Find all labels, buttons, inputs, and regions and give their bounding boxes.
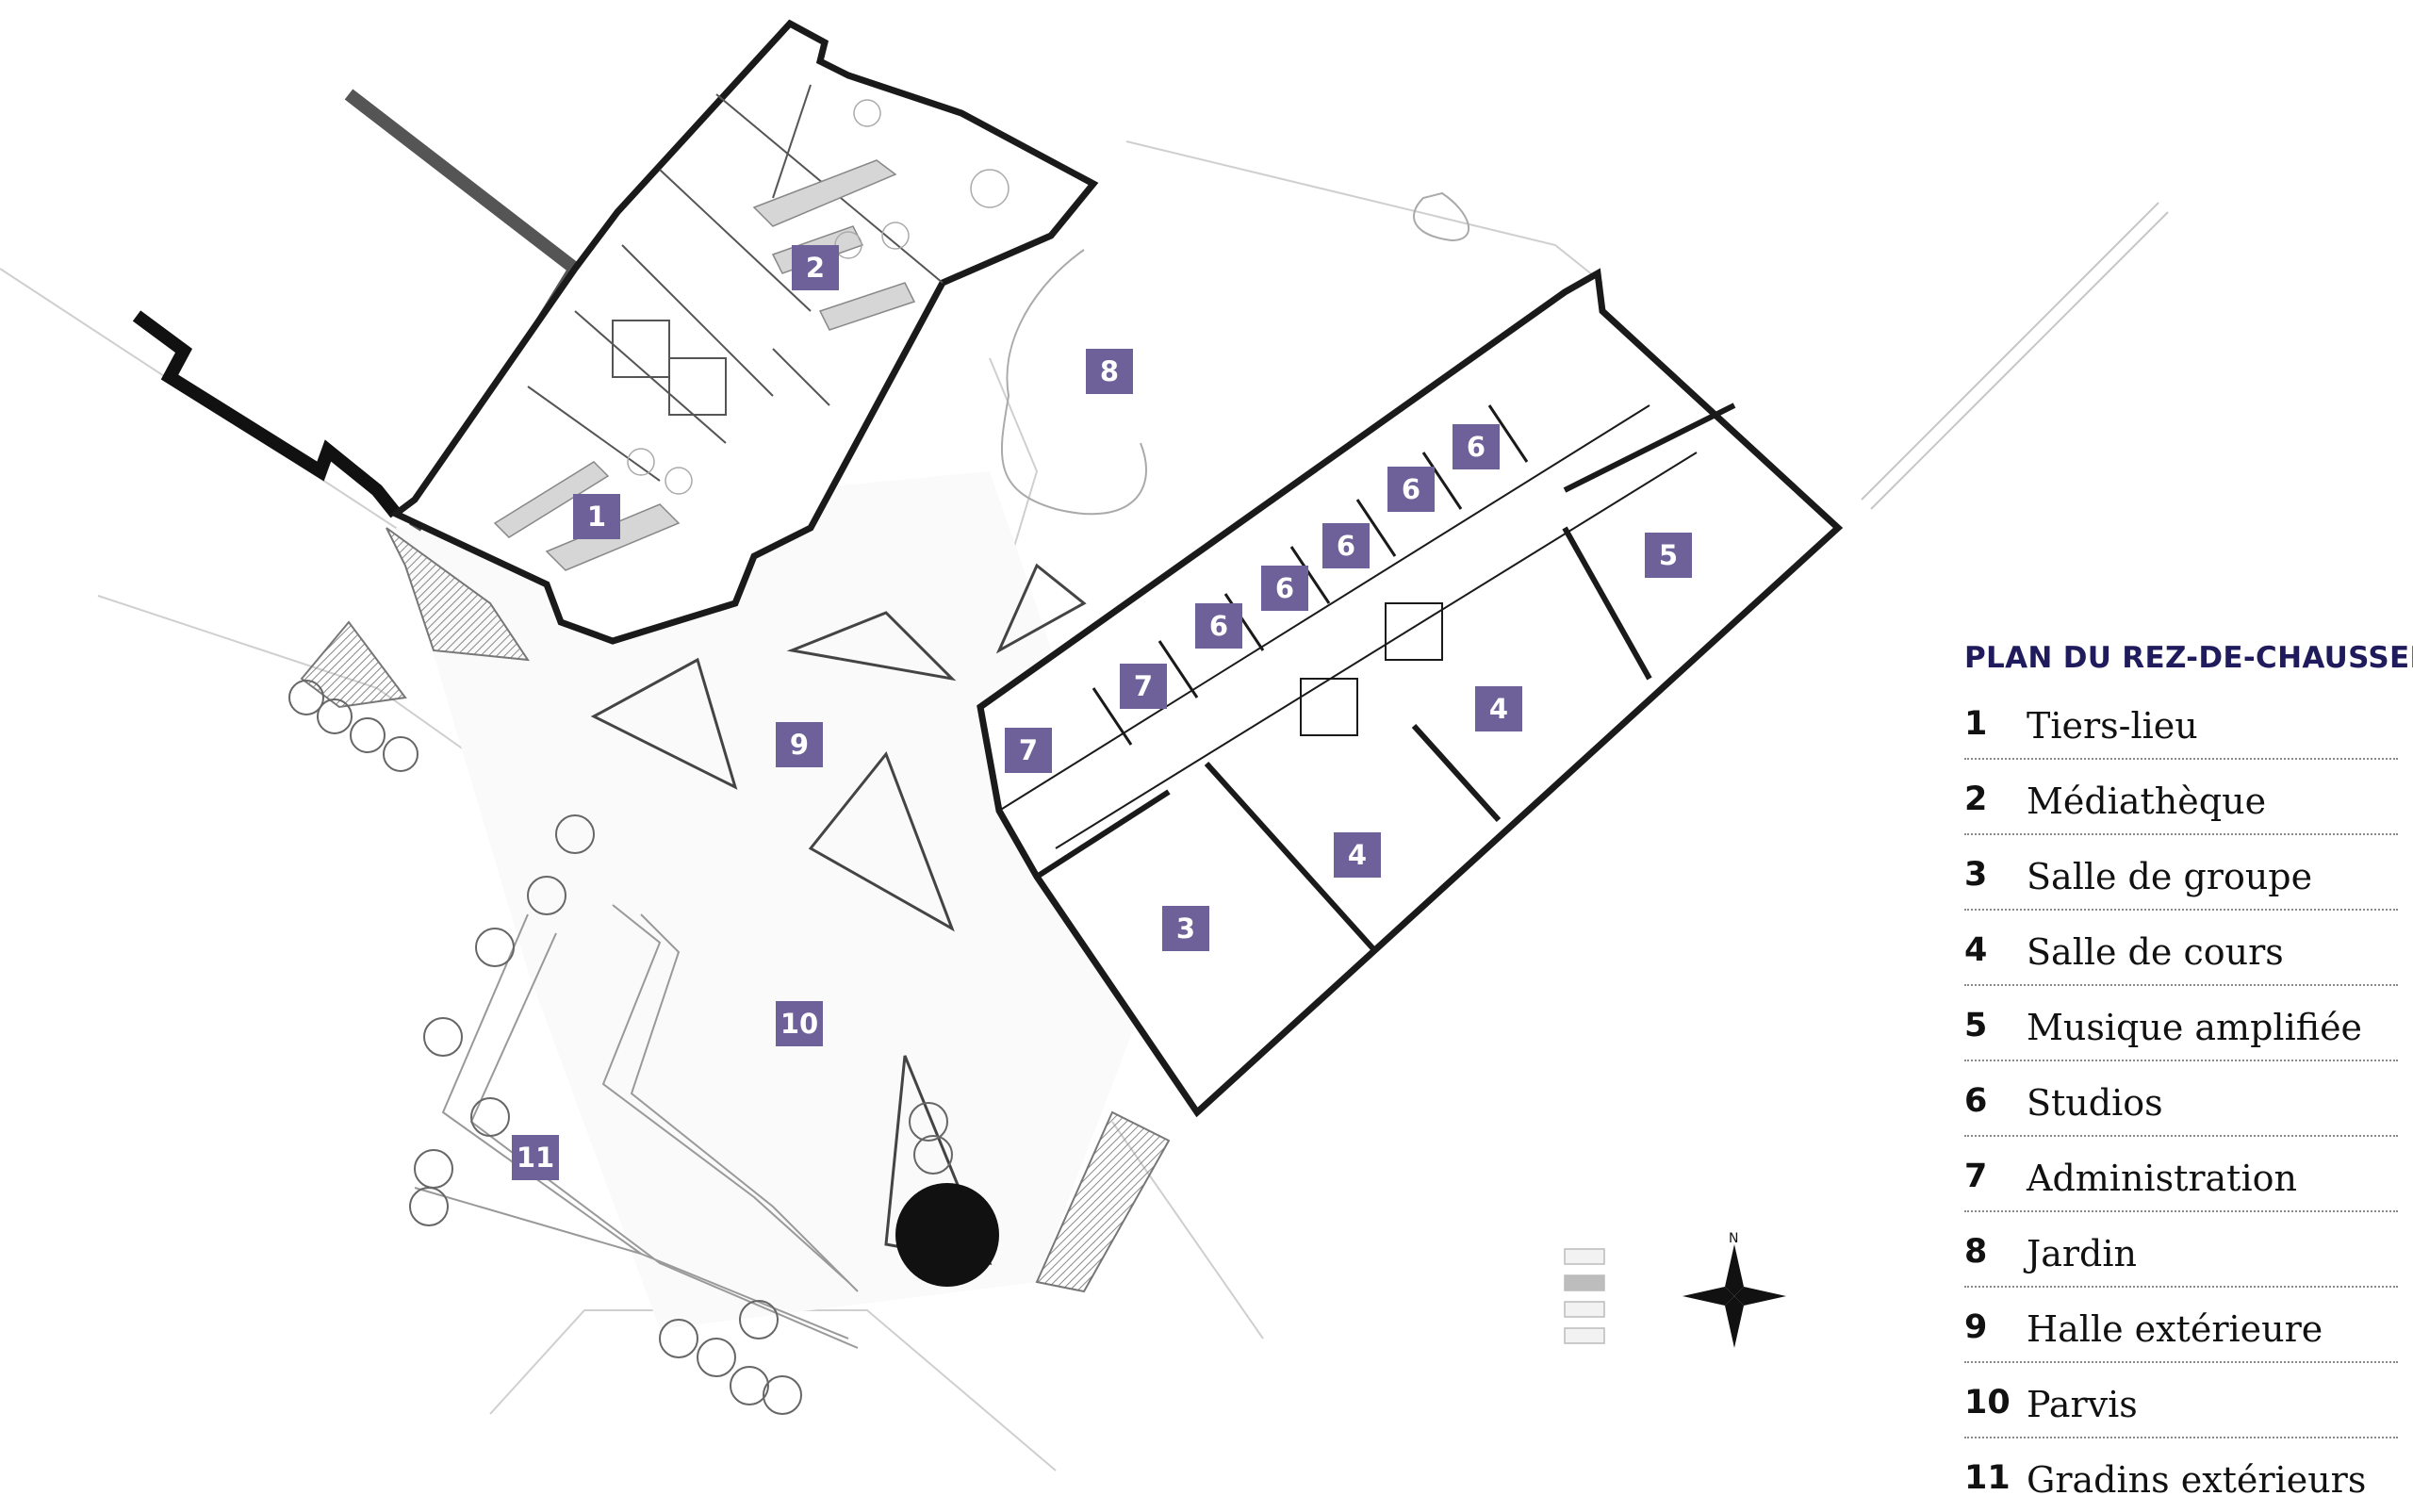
room-tag-8: 8 [1086, 349, 1133, 394]
legend-label: Salle de groupe [2027, 856, 2313, 897]
building-left-tables [627, 99, 1010, 495]
building-right [977, 268, 1844, 1118]
furniture-key [1564, 1248, 1605, 1344]
legend-label: Tiers-lieu [2027, 705, 2198, 747]
room-tag-9: 9 [776, 722, 823, 767]
legend-item: 1 Tiers-lieu [1964, 684, 2398, 760]
legend-num: 5 [1964, 1007, 1988, 1044]
legend-label: Salle de cours [2027, 931, 2284, 973]
legend-item: 2 Médiathèque [1964, 760, 2398, 835]
legend-label: Halle extérieure [2027, 1308, 2323, 1350]
legend-num: 3 [1964, 856, 1988, 894]
large-tree [895, 1183, 999, 1287]
garden [1000, 191, 1470, 516]
legend-num: 11 [1964, 1459, 2011, 1497]
room-tag-6e: 6 [1453, 424, 1500, 469]
room-tag-6c: 6 [1322, 523, 1370, 568]
legend-label: Médiathèque [2027, 781, 2267, 822]
legend-label: Musique amplifiée [2027, 1007, 2363, 1048]
room-tag-4a: 4 [1334, 832, 1381, 878]
room-tag-6d: 6 [1387, 467, 1435, 512]
legend-item: 4 Salle de cours [1964, 911, 2398, 986]
existing-wall [132, 310, 402, 518]
legend-num: 9 [1964, 1308, 1988, 1346]
legend-item: 7 Administration [1964, 1137, 2398, 1212]
legend-item: 10 Parvis [1964, 1363, 2398, 1438]
legend-num: 6 [1964, 1082, 1988, 1120]
building-left-interior [527, 84, 944, 482]
parvis-ground [396, 471, 1159, 1329]
legend-label: Jardin [2027, 1233, 2138, 1274]
room-tag-2: 2 [792, 245, 839, 290]
room-tag-10: 10 [776, 1001, 823, 1046]
legend-num: 1 [1964, 705, 1988, 743]
legend-item: 9 Halle extérieure [1964, 1288, 2398, 1363]
room-tag-6a: 6 [1195, 603, 1242, 649]
legend-item: 5 Musique amplifiée [1964, 986, 2398, 1061]
room-tag-4b: 4 [1475, 686, 1522, 731]
gradins [414, 904, 859, 1349]
legend-label: Gradins extérieurs [2027, 1459, 2367, 1501]
trees [288, 680, 953, 1415]
hatched-strip [1861, 202, 2169, 510]
legend-num: 8 [1964, 1233, 1988, 1271]
room-tag-7b: 7 [1005, 728, 1052, 773]
room-tag-11: 11 [512, 1135, 559, 1180]
north-compass: N [1683, 1231, 1786, 1348]
legend-label: Parvis [2027, 1384, 2138, 1425]
legend-num: 2 [1964, 781, 1988, 818]
legend-num: 10 [1964, 1384, 2011, 1422]
legend-label: Administration [2027, 1158, 2297, 1199]
room-tag-1: 1 [573, 494, 620, 539]
room-tag-7a: 7 [1120, 664, 1167, 709]
room-tag-6b: 6 [1261, 566, 1308, 611]
legend-num: 7 [1964, 1158, 1988, 1195]
legend: PLAN DU REZ-DE-CHAUSSEE 1 Tiers-lieu 2 Méd… [1964, 641, 2413, 1512]
legend-item: 3 Salle de groupe [1964, 835, 2398, 911]
compass-north-label: N [1729, 1231, 1738, 1246]
ramps [300, 527, 1171, 1293]
legend-num: 4 [1964, 931, 1988, 969]
legend-label: Studios [2027, 1082, 2163, 1124]
legend-item: 11 Gradins extérieurs [1964, 1438, 2398, 1512]
legend-item: 6 Studios [1964, 1061, 2398, 1137]
room-tag-3: 3 [1162, 906, 1209, 951]
legend-item: 8 Jardin [1964, 1212, 2398, 1288]
room-tag-5: 5 [1645, 533, 1692, 578]
legend-title: PLAN DU REZ-DE-CHAUSSEE [1964, 641, 2413, 675]
